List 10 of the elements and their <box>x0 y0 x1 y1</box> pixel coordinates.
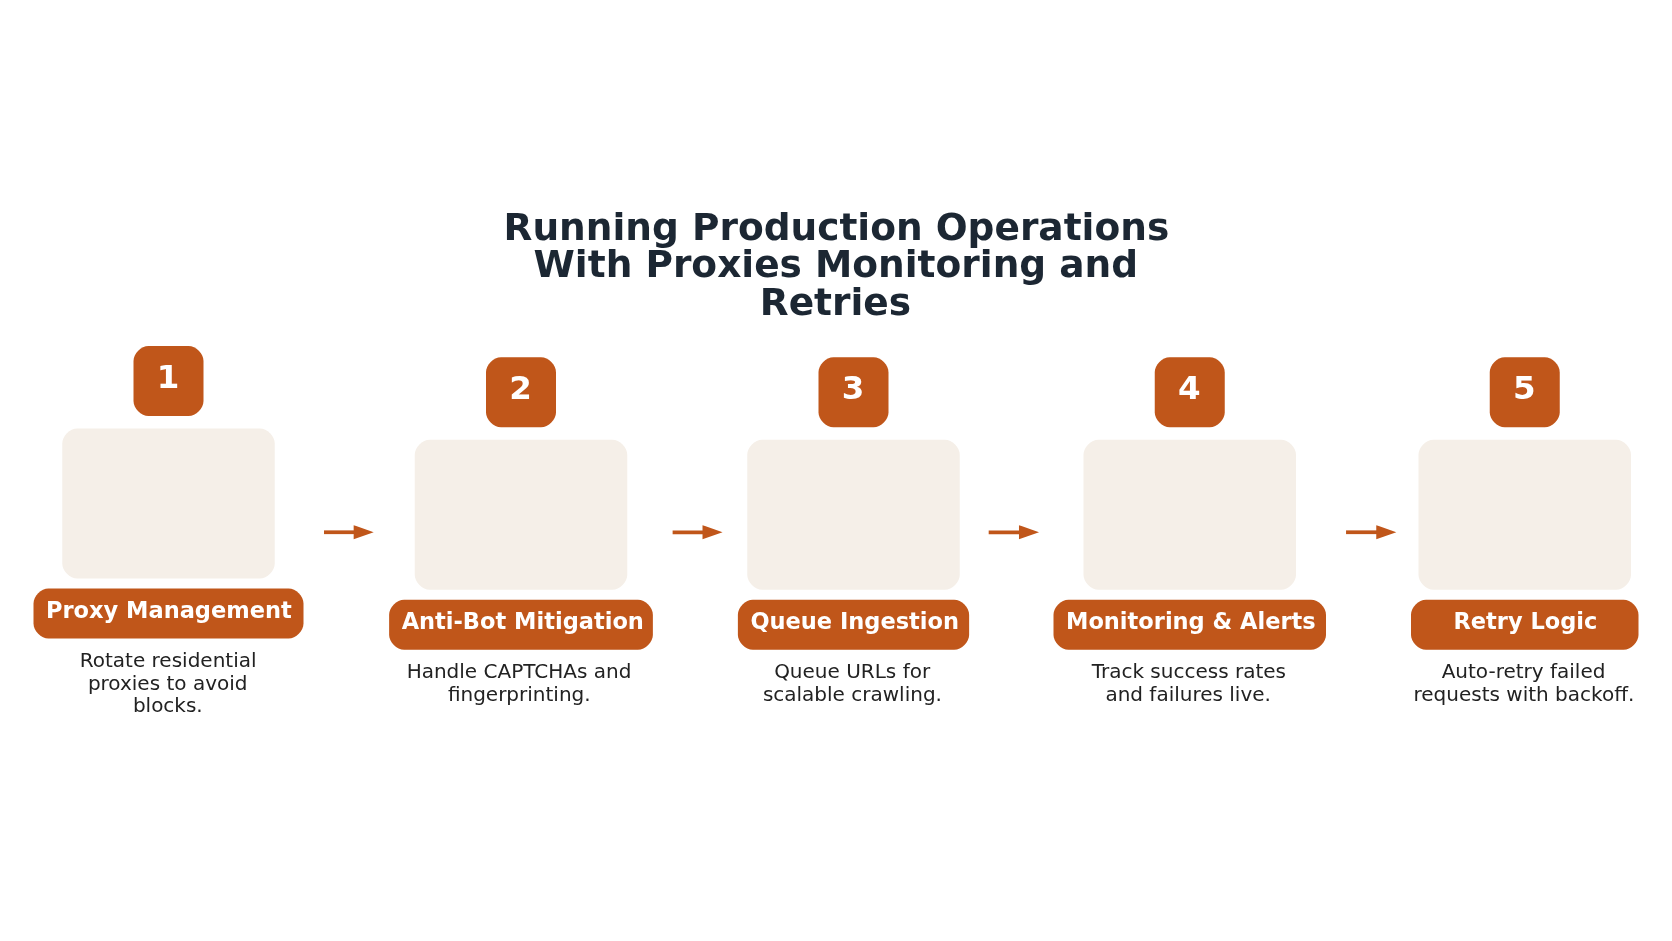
node-label: Queue URLs for scalable crawling. <box>762 658 942 706</box>
node-label: Auto-retry failed requests with backoff. <box>1413 658 1635 706</box>
node-label: Handle CAPTCHAs and fingerprinting. <box>406 658 632 706</box>
node-label: Rotate residential proxies to avoid blocks. <box>79 647 257 717</box>
arrow <box>672 524 723 539</box>
arrow <box>1346 524 1397 539</box>
arrow <box>324 524 374 539</box>
diagram-title: Running Production Operations With Proxies Monitoring and Retries <box>503 204 1170 324</box>
node-label: Track success rates and failures live. <box>1091 658 1286 706</box>
arrow <box>988 524 1040 539</box>
